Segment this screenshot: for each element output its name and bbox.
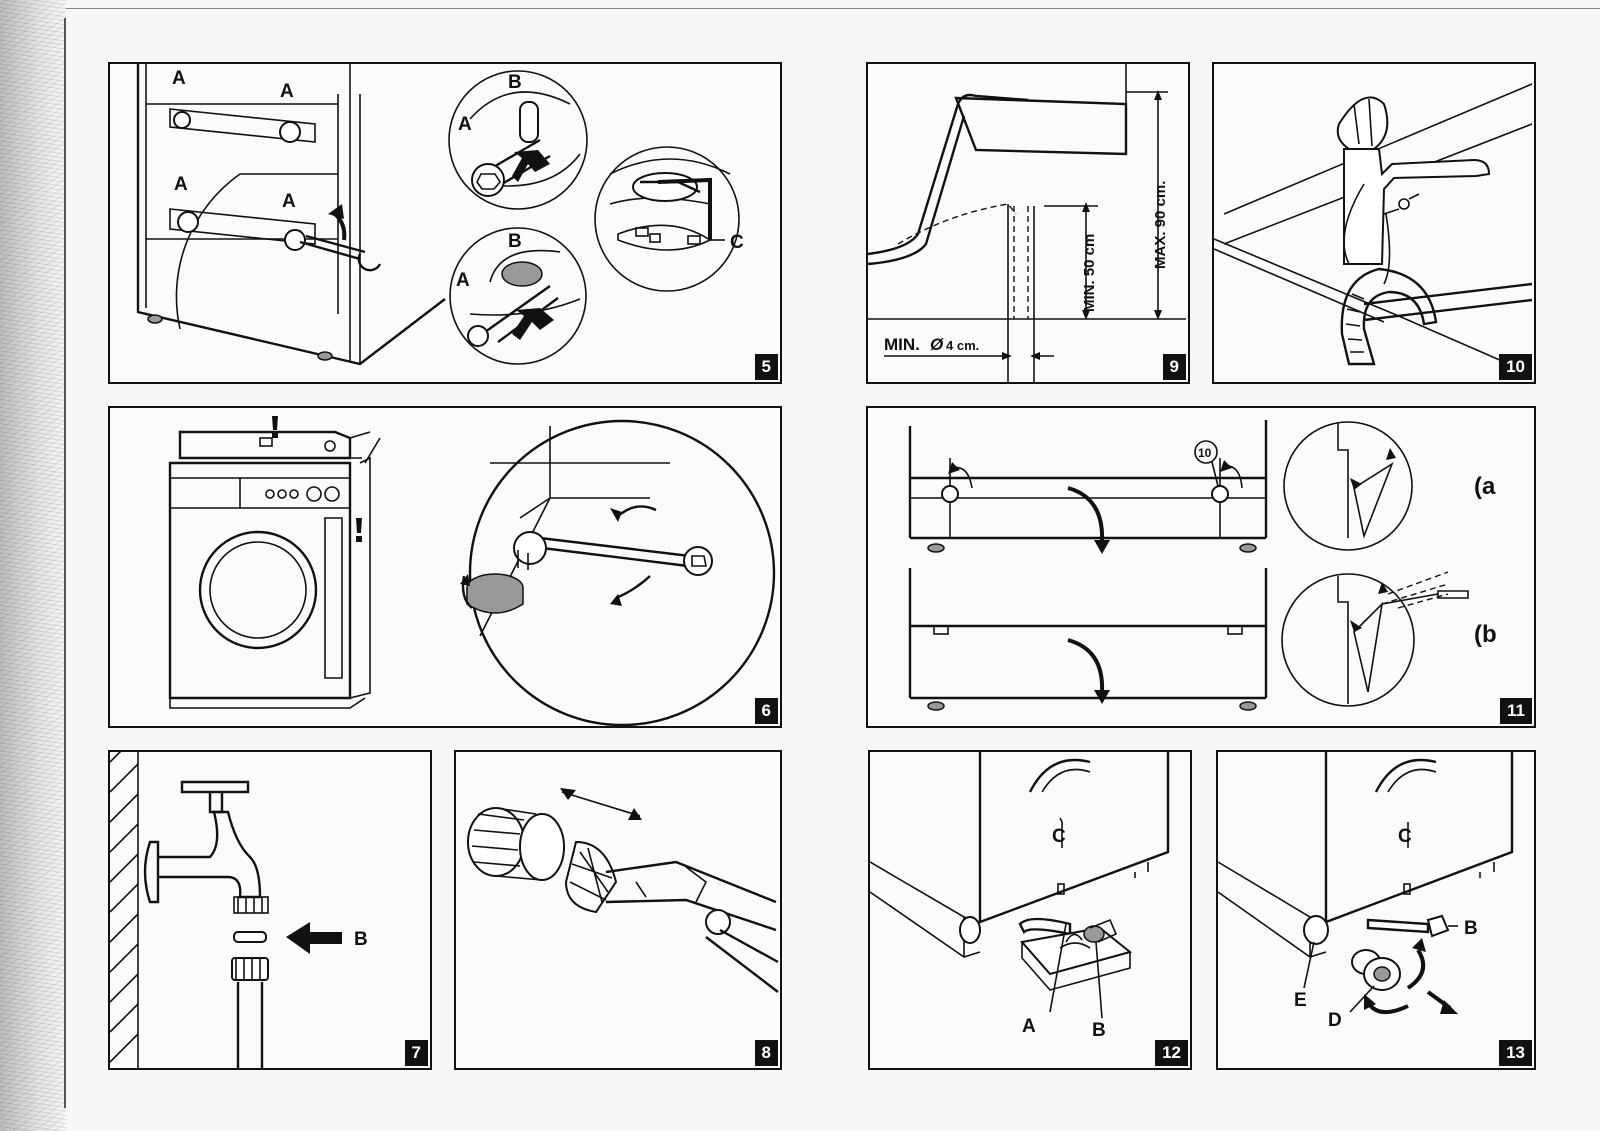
figure-8: 8	[454, 750, 782, 1070]
figure-8-illustration	[467, 788, 779, 993]
figure-11-illustration: 10 (a (b	[908, 420, 1497, 711]
figure-6: 6	[108, 406, 782, 728]
figure-number-10: 10	[1499, 354, 1532, 380]
label-a-bottom-left: A	[174, 174, 188, 195]
label-a-top-right: A	[280, 81, 294, 102]
figure-number-7: 7	[404, 1040, 428, 1066]
figure-number-5: 5	[754, 354, 778, 380]
label-e: E	[1294, 990, 1307, 1011]
figure-9-illustration: MIN. 50 cm MAX. 90 cm. MIN. Ø 4 cm.	[868, 64, 1186, 382]
label-min-diameter-prefix: MIN.	[884, 335, 920, 354]
label-max-height: MAX. 90 cm.	[1152, 181, 1169, 269]
figure-7: B 7	[108, 750, 432, 1070]
figure-7-illustration: B	[110, 752, 368, 1068]
detail-a-label: (a	[1474, 473, 1496, 500]
figure-10-illustration	[1214, 83, 1533, 375]
figure-12: C A B 12	[868, 750, 1192, 1070]
figure-13-illustration: C B E D	[1218, 752, 1514, 1031]
label-a-bottom-circle: A	[456, 270, 470, 291]
figure-6-illustration	[168, 416, 776, 726]
label-c: C	[1052, 826, 1066, 847]
label-min-height: MIN. 50 cm	[1081, 234, 1098, 312]
figure-number-13: 13	[1499, 1040, 1532, 1066]
label-c: C	[730, 232, 744, 253]
figure-10: 10	[1212, 62, 1536, 384]
figure-number-12: 12	[1155, 1040, 1188, 1066]
label-a-bottom-right: A	[282, 191, 296, 212]
label-c: C	[1398, 826, 1412, 847]
figure-number-11: 11	[1500, 698, 1532, 724]
figure-11: 10 (a (b 11	[866, 406, 1536, 728]
label-b-washer: B	[354, 929, 368, 950]
diameter-symbol: Ø	[930, 335, 944, 354]
bolt-marker-10: 10	[1198, 446, 1212, 460]
label-min-diameter-value: 4 cm.	[946, 338, 979, 353]
figure-13: C B E D 13	[1216, 750, 1536, 1070]
label-a: A	[1022, 1016, 1036, 1037]
figure-number-8: 8	[754, 1040, 778, 1066]
binding-edge	[0, 0, 66, 1131]
figure-number-9: 9	[1162, 354, 1186, 380]
figure-5: A A A A B A C B A 5	[108, 62, 782, 384]
label-d: D	[1328, 1010, 1342, 1031]
figure-number-6: 6	[754, 698, 778, 724]
detail-b-label: (b	[1474, 621, 1497, 648]
figure-12-illustration: C A B	[870, 752, 1170, 1041]
label-a-top-circle: A	[458, 114, 472, 135]
label-b: B	[1464, 918, 1478, 939]
label-b-top: B	[508, 72, 522, 93]
figure-9: MIN. 50 cm MAX. 90 cm. MIN. Ø 4 cm. 9	[866, 62, 1190, 384]
label-b: B	[1092, 1020, 1106, 1041]
figure-5-illustration: A A A A B A C B A	[136, 64, 744, 366]
label-b-bottom: B	[508, 231, 522, 252]
label-a-top-left: A	[172, 68, 186, 89]
page-top-rule	[66, 8, 1600, 9]
